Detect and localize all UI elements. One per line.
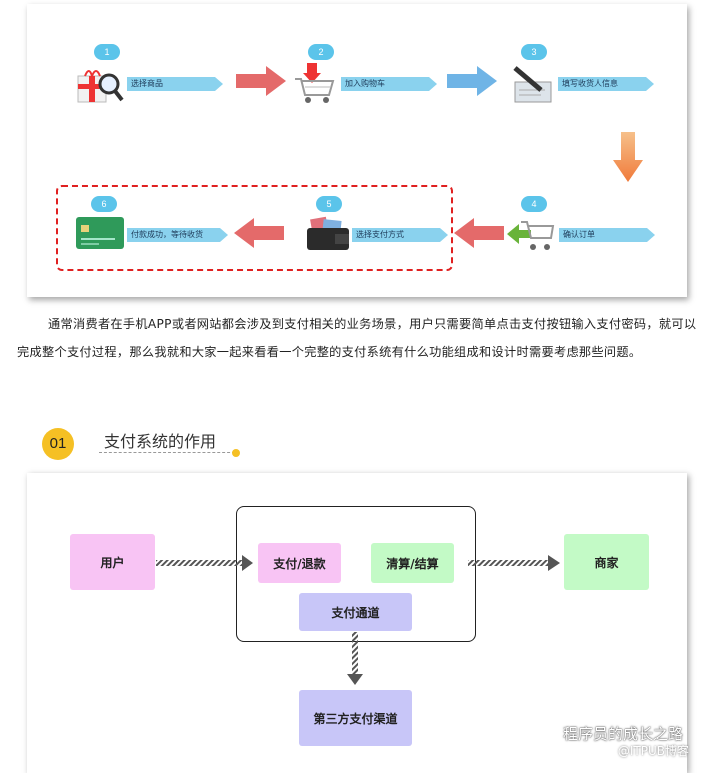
watermark-title: 程序员的成长之路 xyxy=(562,725,683,743)
red-arrow-left-1 xyxy=(454,218,504,248)
red-arrow-right-1 xyxy=(236,66,286,96)
step-3-badge: 3 xyxy=(521,44,547,60)
section-underline xyxy=(99,452,235,453)
merchant-node: 商家 xyxy=(564,534,649,590)
third-party-node: 第三方支付渠道 xyxy=(299,690,412,746)
section-number: 01 xyxy=(42,428,74,460)
pay-refund-node: 支付/退款 xyxy=(258,543,341,583)
section-dot xyxy=(232,449,240,457)
step-6-badge: 6 xyxy=(91,196,117,212)
gift-magnifier-icon xyxy=(77,70,124,103)
shopping-flow-figure: 1 选择商品 2 加入购物车 3 填写收货人信息 4 xyxy=(27,4,687,297)
arrow-system-to-merchant xyxy=(468,555,560,571)
payment-system-diagram: 用户 支付/退款 清算/结算 商家 支付通道 第三方支付渠道 xyxy=(27,473,687,773)
step-4-label: 确认订单 xyxy=(559,228,655,242)
diagram-connectors xyxy=(156,555,560,685)
wallet-icon xyxy=(307,216,349,250)
arrow-channel-to-third-party xyxy=(347,632,363,685)
step-6-label: 付款成功，等待收货 xyxy=(127,228,228,242)
payment-steps-highlight xyxy=(56,185,453,271)
orange-arrow-down xyxy=(613,132,643,182)
step-5-badge: 5 xyxy=(316,196,342,212)
step-3-label: 填写收货人信息 xyxy=(558,77,654,91)
step-2-badge: 2 xyxy=(308,44,334,60)
red-arrow-left-2 xyxy=(234,218,284,248)
user-node: 用户 xyxy=(70,534,155,590)
section-title: 支付系统的作用 xyxy=(104,432,217,451)
clearing-node: 清算/结算 xyxy=(371,543,454,583)
step-1-label: 选择商品 xyxy=(127,77,223,91)
step-2-label: 加入购物车 xyxy=(341,77,437,91)
step-5-label: 选择支付方式 xyxy=(352,228,448,242)
pen-form-icon xyxy=(513,66,552,103)
watermark-source: @ITPUB博客 xyxy=(617,744,689,758)
step-4-badge: 4 xyxy=(521,196,547,212)
step-1-badge: 1 xyxy=(94,44,120,60)
shopping-cart-icon xyxy=(295,63,335,103)
credit-card-icon xyxy=(76,217,124,249)
arrow-user-to-payment xyxy=(156,555,253,571)
blue-arrow-right xyxy=(447,66,497,96)
payment-channel-node: 支付通道 xyxy=(299,593,412,631)
cart-checkout-icon xyxy=(507,221,555,250)
intro-paragraph: 通常消费者在手机APP或者网站都会涉及到支付相关的业务场景，用户只需要简单点击支… xyxy=(17,317,697,359)
